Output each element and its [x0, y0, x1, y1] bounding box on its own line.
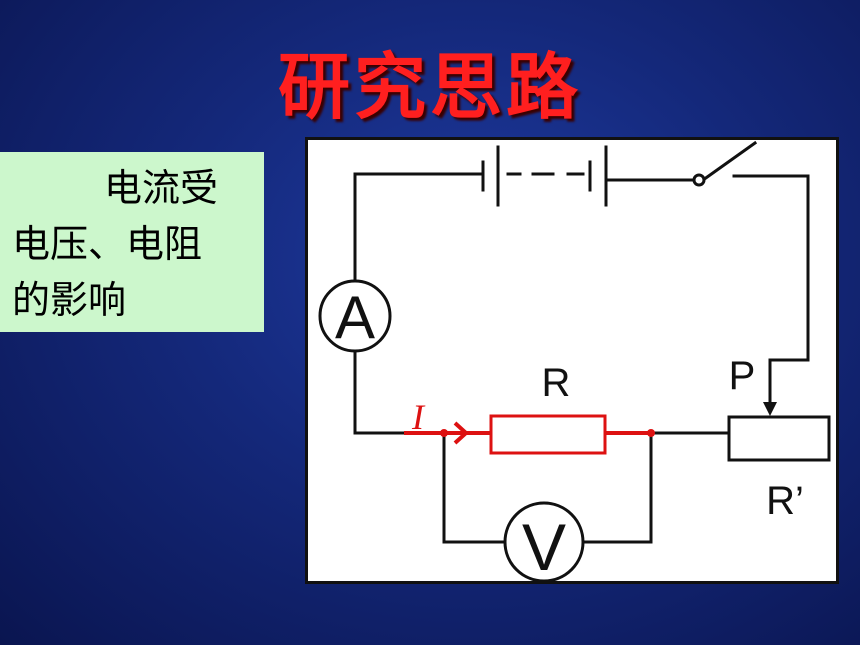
slider-arrowhead [763, 402, 777, 416]
ammeter-circle [318, 279, 392, 353]
junction-left [440, 429, 448, 437]
rheostat-label: R’ [766, 479, 804, 523]
voltmeter-symbol: V [522, 510, 566, 581]
resistor-label: R [542, 361, 571, 405]
wire-voltmeter-branch-right [582, 431, 653, 544]
wire-right [732, 174, 810, 362]
circuit-svg: A I R P R’ V [318, 140, 831, 584]
switch-pivot [692, 173, 706, 187]
note-line-3: 的影响 [12, 278, 127, 322]
wire-top-left [353, 172, 485, 310]
wire-voltmeter-branch [442, 431, 507, 544]
slider-label: P [729, 354, 756, 398]
ammeter-symbol: A [335, 284, 375, 351]
current-arrow [453, 421, 469, 445]
note-line-1: 电流受 [104, 166, 219, 210]
circuit-diagram: A I R P R’ V [305, 137, 839, 584]
note-line-2: 电压、电阻 [12, 222, 203, 266]
resistor-r [489, 414, 607, 455]
slide-title: 研究思路 [277, 45, 582, 129]
switch-blade [700, 140, 758, 183]
rheostat [727, 415, 831, 462]
junction-right [647, 429, 655, 437]
current-label: I [411, 397, 426, 437]
topic-note-box: 电流受 电压、电阻 的影响 [0, 152, 264, 332]
